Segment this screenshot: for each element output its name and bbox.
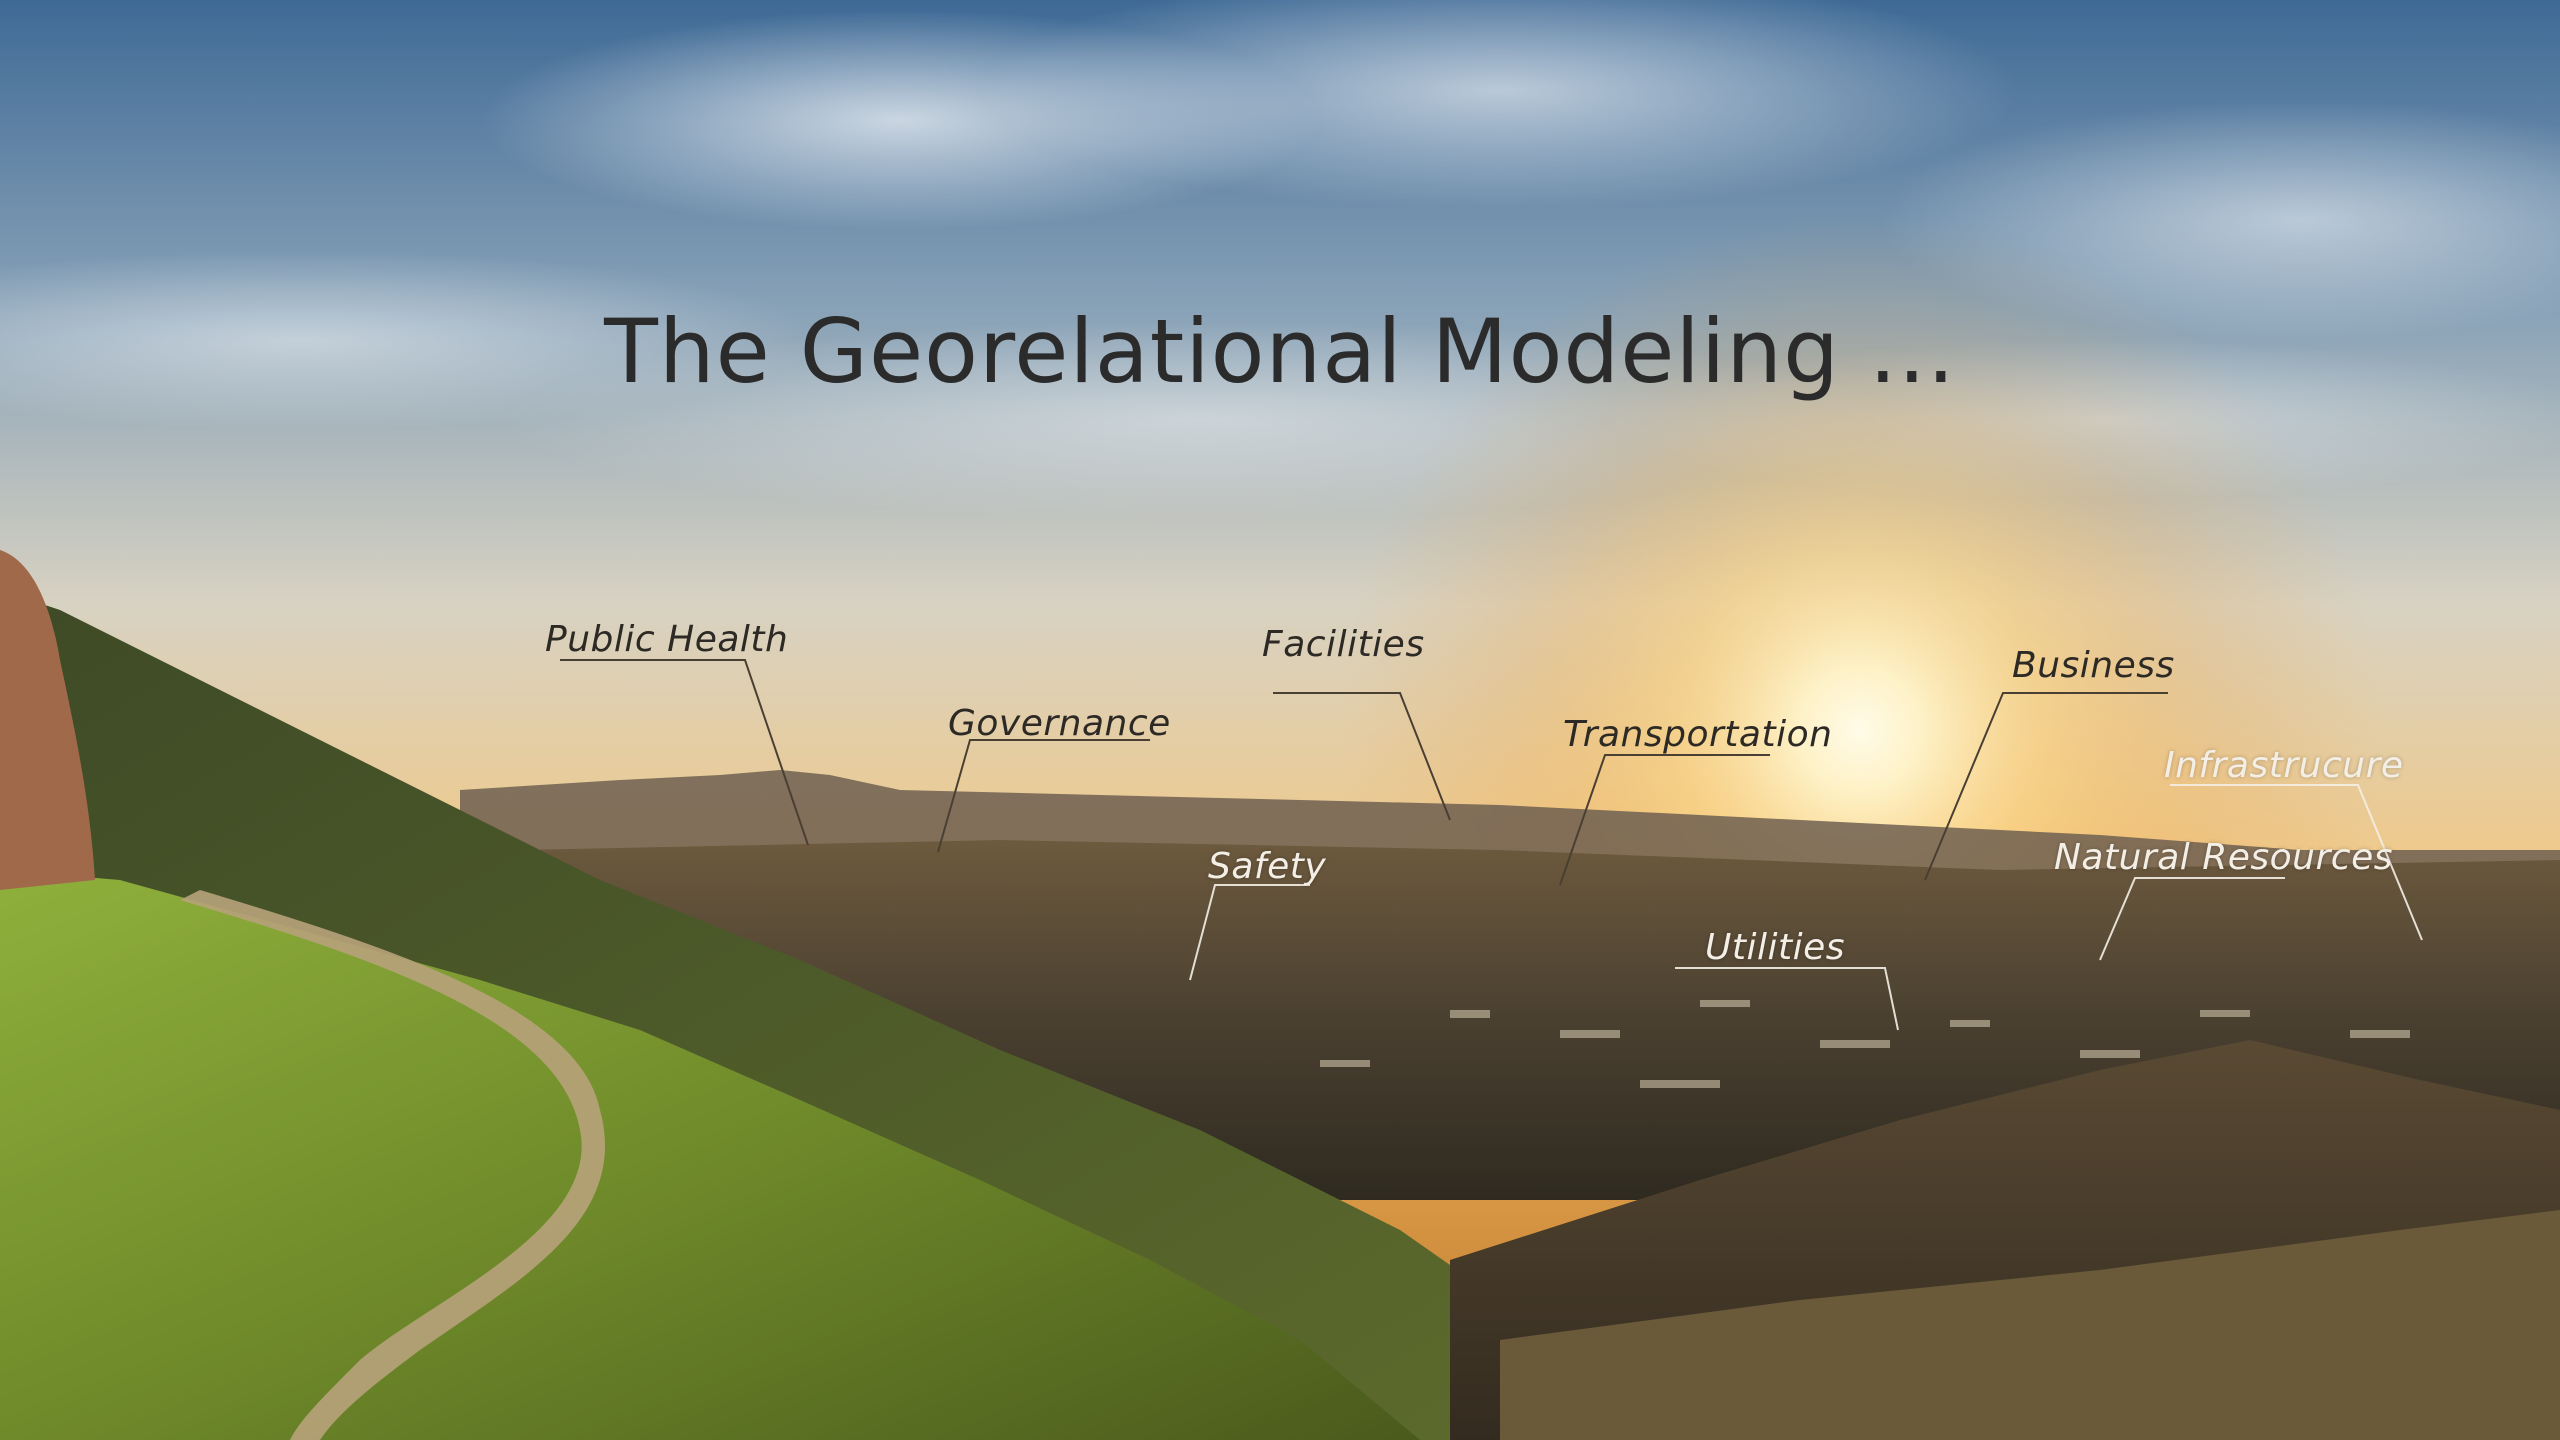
callout-infrastructure: Infrastrucure (2164, 745, 2404, 786)
slide-title: The Georelational Modeling ... (604, 300, 1956, 403)
callout-business: Business (2012, 645, 2175, 686)
callout-safety: Safety (1208, 846, 1327, 887)
callout-public-health: Public Health (545, 619, 789, 660)
callout-utilities: Utilities (1705, 927, 1845, 968)
callout-governance: Governance (948, 703, 1171, 744)
callout-transportation: Transportation (1563, 714, 1833, 755)
callout-facilities: Facilities (1262, 624, 1425, 665)
callout-natural-resources: Natural Resources (2054, 837, 2393, 878)
